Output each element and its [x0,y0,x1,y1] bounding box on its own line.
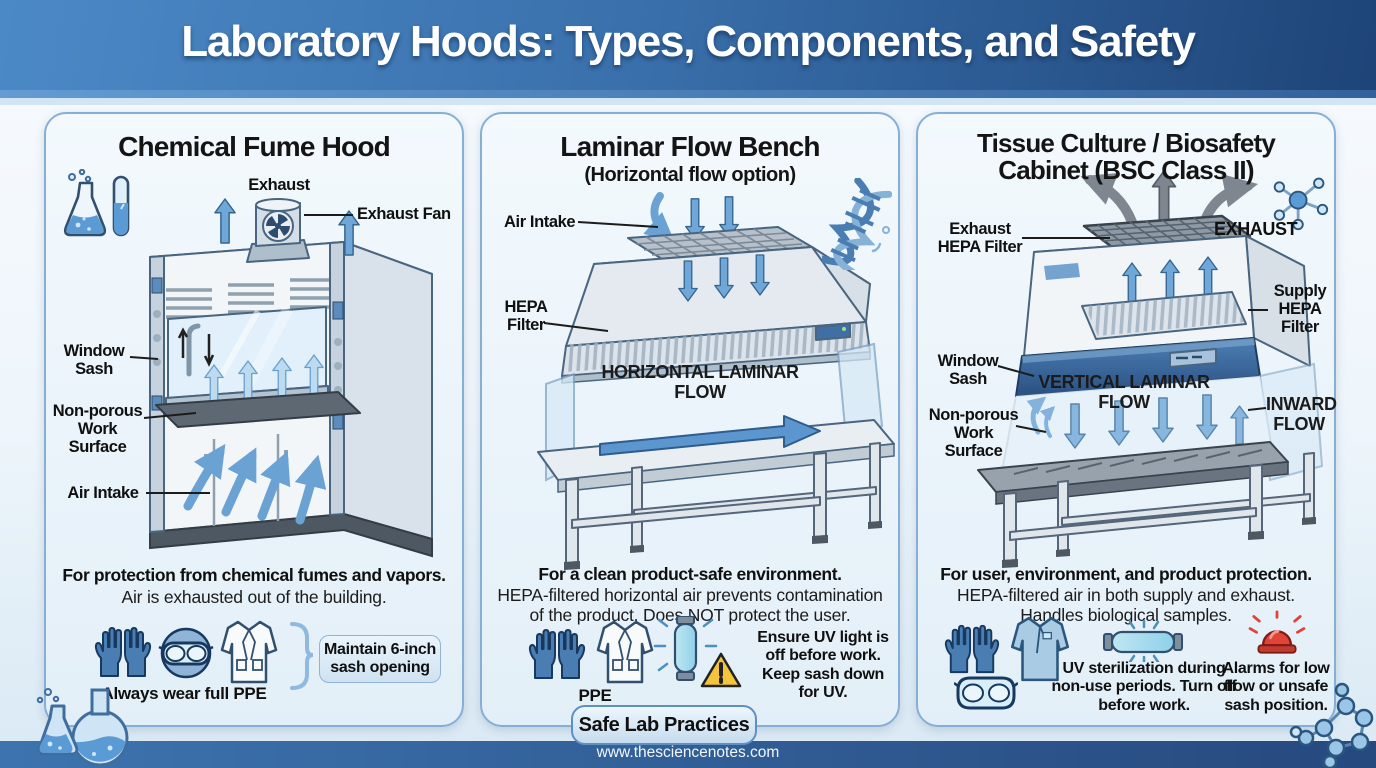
bracket-shape [290,622,314,690]
panel1-description-bold: For protection from chemical fumes and v… [62,565,446,585]
label-hepa-filter: HEPA Filter [504,298,548,335]
page-title: Laboratory Hoods: Types, Components, and… [181,17,1196,66]
lab-coat-icon [596,620,654,684]
label-window-sash: Window Sash [937,352,999,389]
header-divider-light [0,98,1376,105]
flasks-decoration [36,688,129,767]
laminar-bench-illustration [537,192,895,570]
biosafety-cabinet-illustration [977,170,1324,568]
label-supply-hepa-filter: Supply HEPA Filter [1273,282,1327,337]
dna-icon [822,178,892,270]
header-banner [0,0,1376,90]
ppe-caption: PPE [578,686,612,705]
gown-icon [1010,616,1070,682]
molecule-icon [1273,177,1329,231]
label-window-sash: Window Sash [63,342,125,379]
panel1-description: Air is exhausted out of the building. [121,587,387,607]
panel2-description-bold: For a clean product-safe environment. [538,564,842,584]
goggles-icon [954,676,1018,710]
flask-testtube-icon [63,169,130,237]
lab-coat-icon [220,620,278,684]
panel2-description: HEPA-filtered horizontal air prevents co… [497,585,883,605]
gloves-icon [528,629,586,679]
label-work-surface: Non-porous Work Surface [928,406,1019,461]
panel3-description2: Handles biological samples. [1020,605,1232,625]
uv-note: UV sterilization during non-use periods.… [1051,660,1237,714]
panel3-description-bold: For user, environment, and product prote… [940,564,1312,584]
ppe-caption: Always wear full PPE [101,684,267,703]
label-exhaust-fan: Exhaust Fan [357,205,451,223]
label-air-intake: Air Intake [67,484,139,502]
sash-opening-callout: Maintain 6-inch sash opening [319,635,441,683]
fume-hood-illustration [129,198,433,558]
label-vertical-laminar-flow: VERTICAL LAMINAR FLOW [1038,372,1210,413]
panel-laminar-flow-bench: Laminar Flow Bench (Horizontal flow opti… [480,112,900,727]
footer-bar [0,741,1376,768]
uv-note: Ensure UV light is off before work. Keep… [757,629,889,702]
uv-lamp-icon [1103,620,1183,662]
panel2-title: Laminar Flow Bench [560,131,820,162]
label-exhaust-hepa-filter: Exhaust HEPA Filter [937,220,1023,257]
panel3-title: Tissue Culture / Biosafety Cabinet (BSC … [976,128,1276,186]
gloves-icon [94,627,152,677]
goggles-icon [158,627,214,679]
gloves-icon [944,624,1000,674]
label-inward-flow: INWARD FLOW [1266,394,1337,435]
molecule-decoration [1289,682,1374,768]
alarm-note: Alarms for low flow or unsafe sash posit… [1222,660,1330,714]
label-air-intake: Air Intake [504,213,576,231]
panel-biosafety-cabinet: Tissue Culture / Biosafety Cabinet (BSC … [916,112,1337,727]
panel2-subtitle: (Horizontal flow option) [584,164,796,186]
label-exhaust: Exhaust [248,176,310,194]
label-work-surface: Non-porous Work Surface [52,402,143,457]
header-divider [0,90,1376,98]
website-url: www.thesciencenotes.com [596,744,780,761]
safe-lab-practices-badge: Safe Lab Practices [571,705,757,745]
panel-chemical-fume-hood: Chemical Fume Hood Exhaust Exhaust Fan W… [44,112,464,727]
panel1-title: Chemical Fume Hood [118,131,391,162]
panel3-description: HEPA-filtered air in both supply and exh… [957,585,1295,605]
panel2-description2: of the product. Does NOT protect the use… [529,605,851,625]
uv-lamp-warning-icon [653,616,742,688]
alarm-icon [1248,610,1306,654]
label-exhaust: EXHAUST [1214,219,1298,239]
label-horizontal-laminar-flow: HORIZONTAL LAMINAR FLOW [601,362,799,403]
